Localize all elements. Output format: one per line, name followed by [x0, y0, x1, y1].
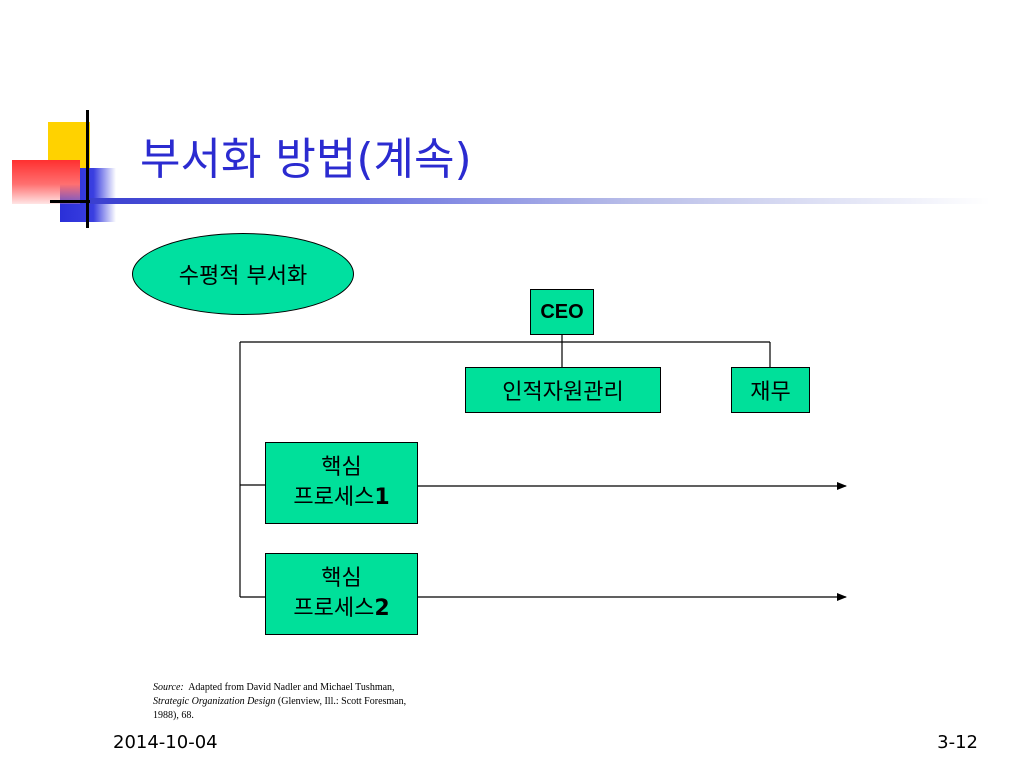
footer-page-number: 3-12: [937, 732, 978, 753]
source-book-title: Strategic Organization Design: [153, 696, 276, 707]
core-process-1-line1: 핵심: [321, 455, 362, 480]
hr-box: 인적자원관리: [465, 367, 661, 413]
core-process-1-line2: 프로세스1: [293, 483, 389, 513]
core-process-1-number: 1: [374, 485, 390, 510]
logo-red-square: [12, 160, 80, 204]
core-process-2-box: 핵심 프로세스2: [265, 553, 418, 635]
core-process-2-number: 2: [374, 596, 390, 621]
horizontal-departmentalization-badge: 수평적 부서화: [132, 233, 354, 315]
source-note-line1: Source: Adapted from David Nadler and Mi…: [153, 681, 453, 695]
source-line1-text: Adapted from David Nadler and Michael Tu…: [188, 682, 395, 693]
core-process-2-line2: 프로세스2: [293, 594, 389, 624]
logo-vertical-line: [86, 110, 89, 228]
source-label: Source:: [153, 682, 184, 693]
page-title: 부서화 방법(계속): [140, 134, 472, 185]
ceo-box: CEO: [530, 289, 594, 335]
core-process-1-box: 핵심 프로세스1: [265, 442, 418, 524]
source-line2-text: (Glenview, Ill.: Scott Foresman,: [277, 696, 407, 707]
source-note: Source: Adapted from David Nadler and Mi…: [153, 681, 453, 723]
core-process-1-text: 프로세스: [293, 485, 375, 510]
core-process-2-text: 프로세스: [293, 596, 375, 621]
title-underline: [90, 198, 990, 204]
source-note-line3: 1988), 68.: [153, 710, 194, 721]
footer-date: 2014-10-04: [113, 732, 218, 753]
core-process-2-line1: 핵심: [321, 566, 362, 591]
source-note-line2: Strategic Organization Design (Glenview,…: [153, 695, 453, 709]
logo-horizontal-line: [50, 200, 92, 203]
finance-box: 재무: [731, 367, 810, 413]
